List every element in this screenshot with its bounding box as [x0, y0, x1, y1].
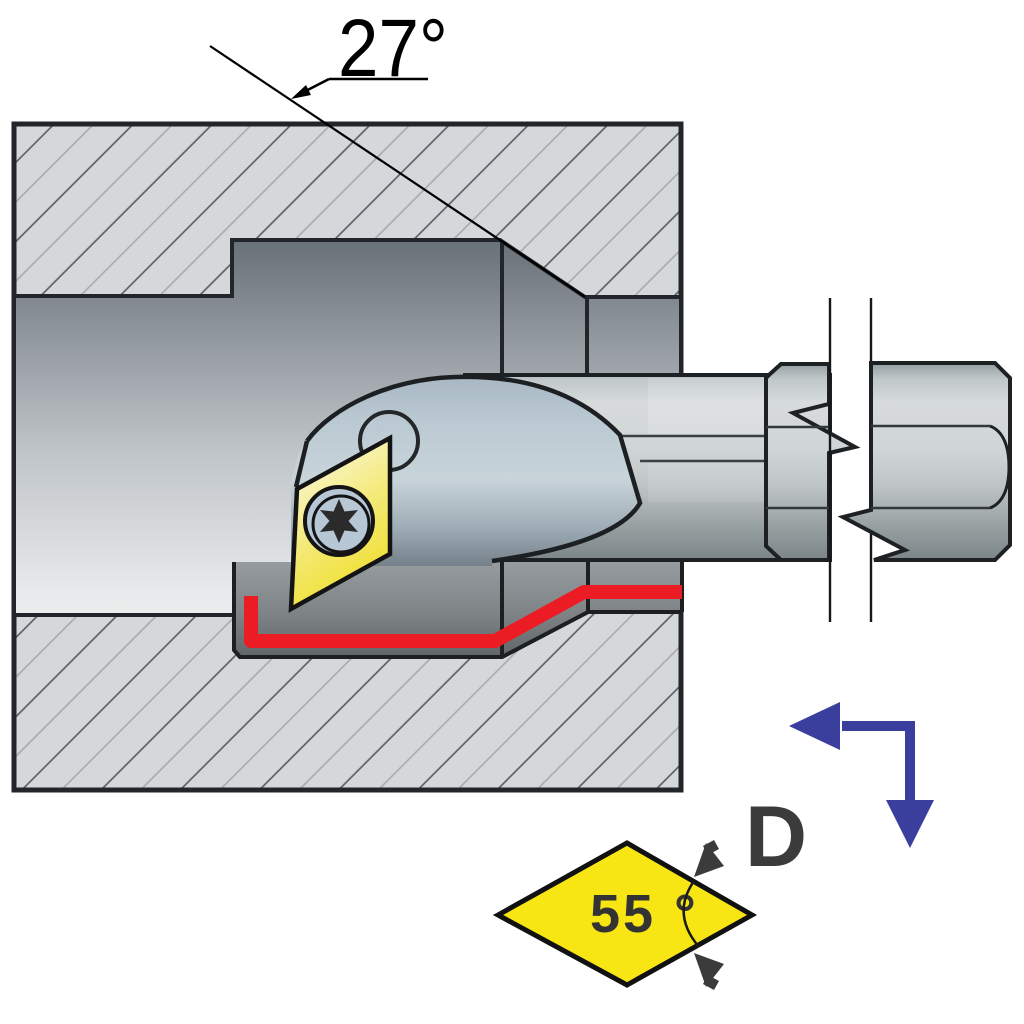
feed-direction-arrow-left [789, 702, 840, 750]
angle-leader-arrow [291, 85, 311, 99]
cutting-insert [288, 434, 393, 613]
screw-head-inner-ring [311, 494, 371, 554]
insert-shape-diamond [492, 840, 758, 988]
shank-end-round-edge [989, 424, 1011, 510]
entry-angle-label: 27° [338, 3, 448, 94]
insert-shape-legend: D 55 ° [492, 789, 807, 990]
tool-underside-body [234, 562, 682, 657]
angle-dimension-arrow-top [694, 843, 724, 877]
bore-step-edges [500, 242, 589, 375]
shank-end-facet-lines [871, 424, 990, 510]
angle-dimension-arrow-top-tab [703, 840, 719, 855]
feed-direction-arrows [789, 702, 934, 848]
angle-dimension-arrow-bottom [694, 953, 724, 987]
break-line-symbol [828, 298, 873, 622]
angle-dimension-arc [682, 880, 700, 948]
machined-profile-path [244, 585, 682, 648]
shank-facet-lines [622, 434, 766, 463]
feed-arrow-shaft [842, 721, 915, 802]
feed-direction-arrow-down [886, 800, 934, 848]
tool-head-outline [293, 374, 643, 564]
shank-end-piece [837, 361, 1012, 562]
angle-callout-27: 27° [209, 3, 586, 298]
shank-collar [764, 362, 861, 562]
shank-highlight-band-2 [648, 463, 766, 502]
shank-end-body [837, 361, 1012, 562]
torx-screw-icon [320, 499, 358, 543]
angle-dimension-arrow-bottom-tab [703, 975, 719, 990]
shank-highlight-band [648, 378, 766, 434]
cone-extension-line [209, 45, 586, 298]
insert-angle-label: 55 ° [590, 884, 699, 944]
insert-code-letter: D [745, 789, 807, 885]
collar-facet-lines [766, 425, 829, 510]
